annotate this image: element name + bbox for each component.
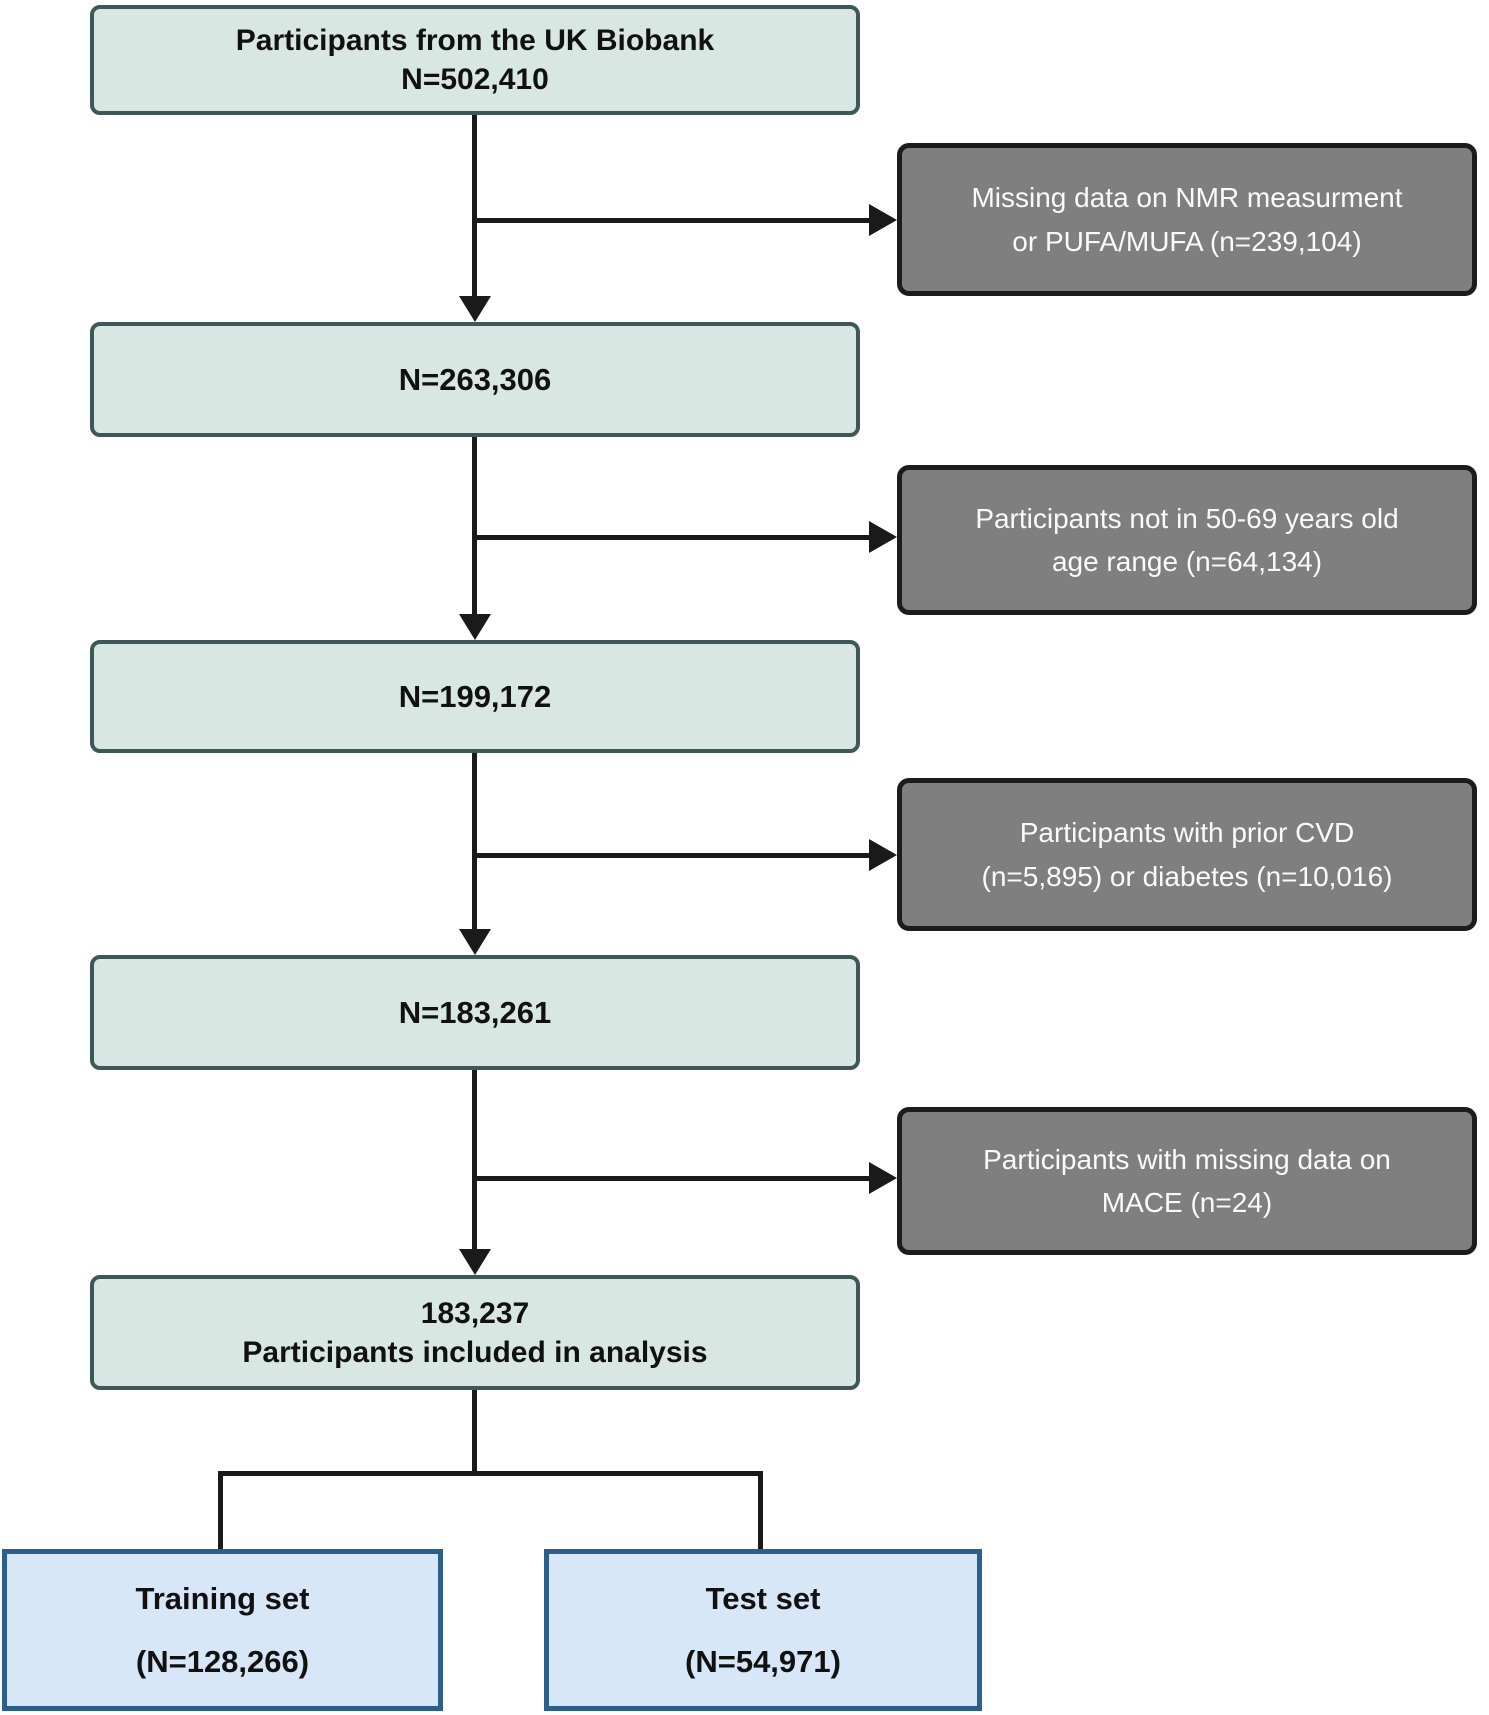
connector-drop-right: [758, 1471, 763, 1549]
box-excl-nmr-pufa-line2: or PUFA/MUFA (n=239,104): [1012, 225, 1362, 257]
box-training-set-line1: Training set: [135, 1580, 310, 1616]
box-excl-age-range-line1: Participants not in 50-69 years old: [975, 502, 1399, 534]
arrow-down-2-line: [472, 437, 477, 618]
box-test-set: Test set (N=54,971): [544, 1549, 982, 1711]
box-excl-mace: Participants with missing data on MACE (…: [897, 1107, 1477, 1255]
box-excl-mace-line1: Participants with missing data on: [983, 1143, 1391, 1175]
box-excl-cvd-diabetes-line1: Participants with prior CVD: [1019, 817, 1355, 849]
arrow-branch-3-head: [869, 839, 897, 871]
box-ukbiobank-total-line1: Participants from the UK Biobank: [235, 24, 715, 57]
arrow-branch-4-head: [869, 1162, 897, 1194]
arrow-down-1-head: [459, 296, 491, 322]
box-test-set-line1: Test set: [705, 1580, 821, 1616]
arrow-down-3-head: [459, 929, 491, 955]
arrow-branch-1-line: [472, 218, 872, 223]
box-included-analysis: 183,237 Participants included in analysi…: [90, 1275, 860, 1390]
box-n-199172: N=199,172: [90, 640, 860, 753]
connector-stem: [472, 1390, 477, 1476]
box-excl-age-range: Participants not in 50-69 years old age …: [897, 465, 1477, 615]
box-excl-nmr-pufa: Missing data on NMR measurment or PUFA/M…: [897, 143, 1477, 296]
arrow-branch-2-line: [472, 535, 872, 540]
box-excl-age-range-line2: age range (n=64,134): [1051, 546, 1323, 577]
arrow-branch-4-line: [472, 1176, 872, 1181]
box-n-199172-label: N=199,172: [398, 678, 552, 714]
box-excl-nmr-pufa-line1: Missing data on NMR measurment: [971, 182, 1403, 214]
box-training-set: Training set (N=128,266): [2, 1549, 443, 1711]
arrow-down-4-line: [472, 1070, 477, 1253]
box-included-analysis-line2: Participants included in analysis: [242, 1335, 708, 1369]
arrow-branch-2-head: [869, 521, 897, 553]
box-n-263306-label: N=263,306: [398, 361, 552, 397]
box-included-analysis-line1: 183,237: [420, 1296, 530, 1330]
box-n-263306: N=263,306: [90, 322, 860, 437]
box-test-set-line2: (N=54,971): [685, 1644, 841, 1679]
box-ukbiobank-total: Participants from the UK Biobank N=502,4…: [90, 5, 860, 115]
arrow-down-2-head: [459, 614, 491, 640]
arrow-branch-1-head: [869, 204, 897, 236]
box-n-183261-label: N=183,261: [398, 994, 552, 1030]
arrow-down-3-line: [472, 753, 477, 933]
arrow-down-4-head: [459, 1249, 491, 1275]
connector-crossbar: [218, 1471, 763, 1476]
box-excl-cvd-diabetes-line2: (n=5,895) or diabetes (n=10,016): [981, 860, 1393, 892]
box-training-set-line2: (N=128,266): [135, 1644, 310, 1679]
box-n-183261: N=183,261: [90, 955, 860, 1070]
arrow-branch-3-line: [472, 853, 872, 858]
box-excl-cvd-diabetes: Participants with prior CVD (n=5,895) or…: [897, 778, 1477, 931]
box-ukbiobank-total-line2: N=502,410: [401, 63, 549, 96]
arrow-down-1-line: [472, 115, 477, 300]
box-excl-mace-line2: MACE (n=24): [1101, 1187, 1273, 1218]
connector-drop-left: [218, 1471, 223, 1549]
